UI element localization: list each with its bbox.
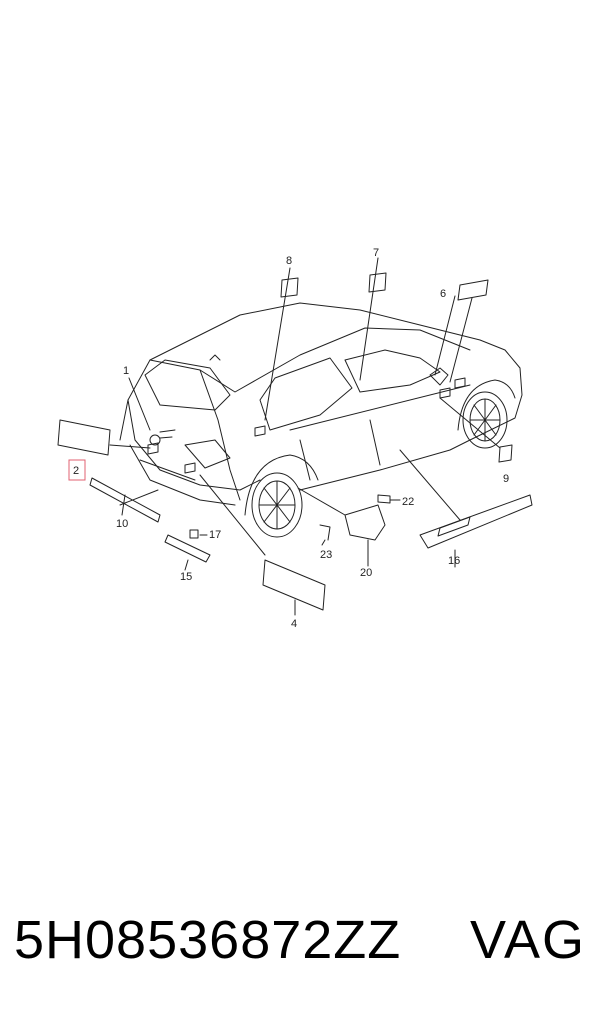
callout-15: 15 [180,571,192,583]
part-6-label [457,279,489,301]
callout-17: 17 [209,529,221,541]
callout-2-highlight [68,459,86,481]
callout-labels: 2 1 4 6 7 8 9 10 15 16 17 20 22 23 [68,247,509,630]
footer: 5H08536872ZZ VAG [0,895,600,985]
leader-lines [109,257,501,616]
part-2-label [57,419,111,456]
callout-4: 4 [291,618,297,630]
part-22-bolt [377,494,391,504]
car-outline [119,302,523,538]
part-10-trim [89,477,161,523]
part-15-reflector [164,534,211,563]
part-20-flap [344,504,386,541]
callout-6: 6 [440,288,446,300]
part-7-label [368,272,387,293]
callout-7: 7 [373,247,379,259]
callout-9: 9 [503,473,509,485]
brand-name: VAG [469,910,586,970]
callout-20: 20 [360,567,372,579]
parts [57,272,533,611]
part-8-label [280,277,299,298]
part-number: 5H08536872ZZ [14,910,402,970]
part-4-label [262,559,326,611]
part-9-label [498,444,513,463]
callout-1: 1 [123,365,129,377]
callout-23: 23 [320,549,332,561]
callout-2: 2 [73,465,79,477]
part-16-stripe [419,494,533,549]
callout-10: 10 [116,518,128,530]
parts-diagram: 2 1 4 6 7 8 9 10 15 16 17 20 22 23 [57,247,533,630]
callout-16: 16 [448,555,460,567]
callout-22: 22 [402,496,414,508]
callout-8: 8 [286,255,292,267]
part-17-clip [189,529,199,539]
part-23-screw [319,524,331,541]
